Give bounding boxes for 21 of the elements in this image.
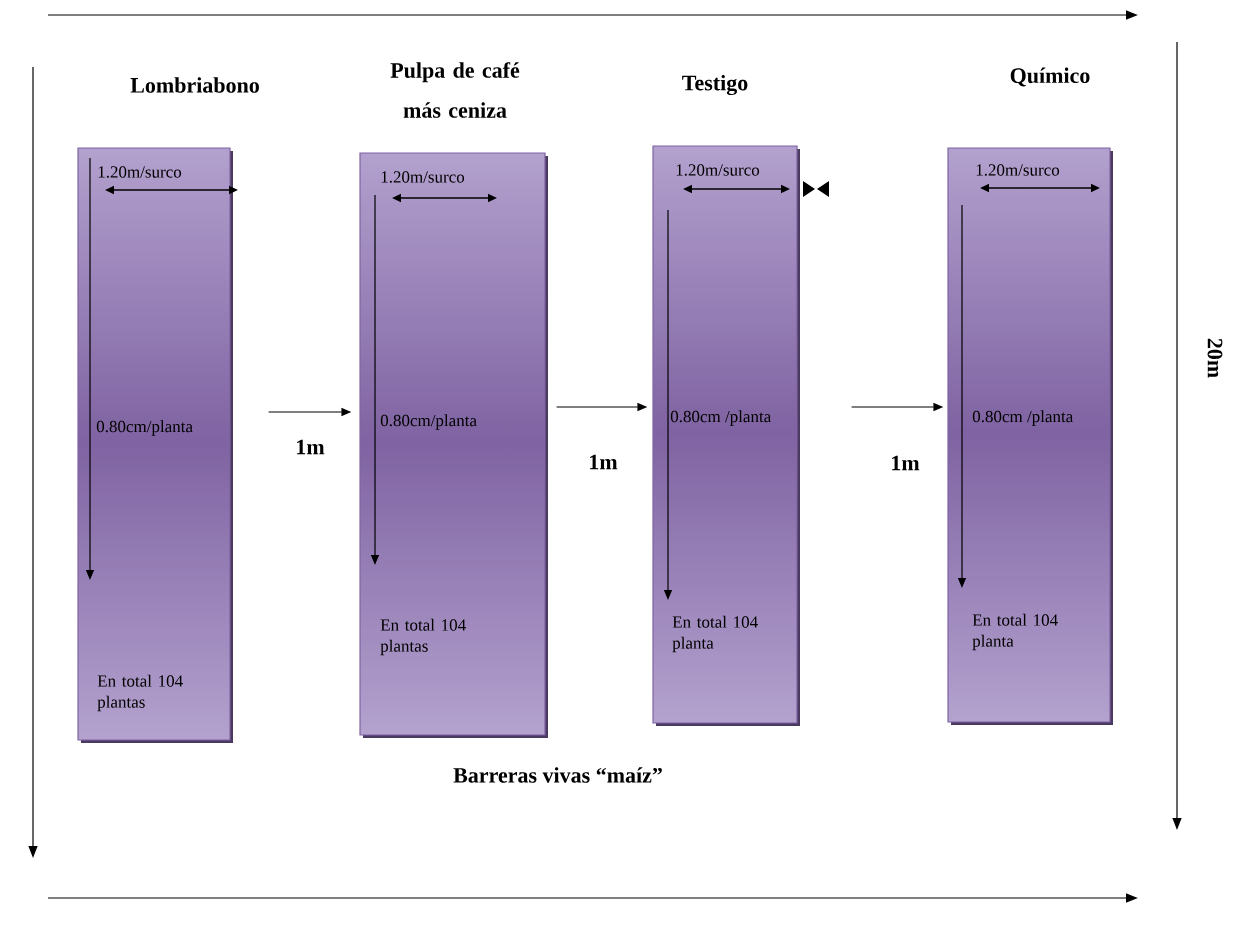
dimension-label: 20m bbox=[1207, 338, 1223, 378]
dimension-label: 1.20m/surco bbox=[676, 164, 760, 176]
dimension-label: 1.20m/surco bbox=[98, 166, 182, 178]
plant-count-text: En total 104 planta bbox=[972, 613, 1058, 651]
dimension-label: 0.80cm/planta bbox=[380, 414, 477, 430]
dimension-label: 0.80cm /planta bbox=[670, 410, 771, 426]
dimension-label: 0.80cm/planta bbox=[96, 420, 193, 436]
edge-label: 1m bbox=[590, 454, 618, 470]
plot-title: Testigo bbox=[682, 74, 748, 96]
plot-title: Lombriabono bbox=[130, 77, 259, 93]
dimension-label: 0.80cm /planta bbox=[972, 410, 1073, 426]
dimension-label: 1.20m/surco bbox=[976, 164, 1060, 176]
plot-title: Químico bbox=[1010, 67, 1090, 87]
edge-label: 1m bbox=[892, 455, 920, 471]
area-label: Barreras vivas “maíz” bbox=[453, 767, 662, 783]
plant-count-text: En total 104 plantas bbox=[380, 618, 466, 656]
plant-count-text: En total 104 planta bbox=[672, 615, 758, 653]
edge-label: 1m bbox=[297, 439, 325, 455]
dimension-label: 1.20m/surco bbox=[381, 171, 465, 183]
plot-title: Pulpa de café más ceniza bbox=[390, 62, 520, 118]
plant-count-text: En total 104 plantas bbox=[97, 674, 183, 712]
